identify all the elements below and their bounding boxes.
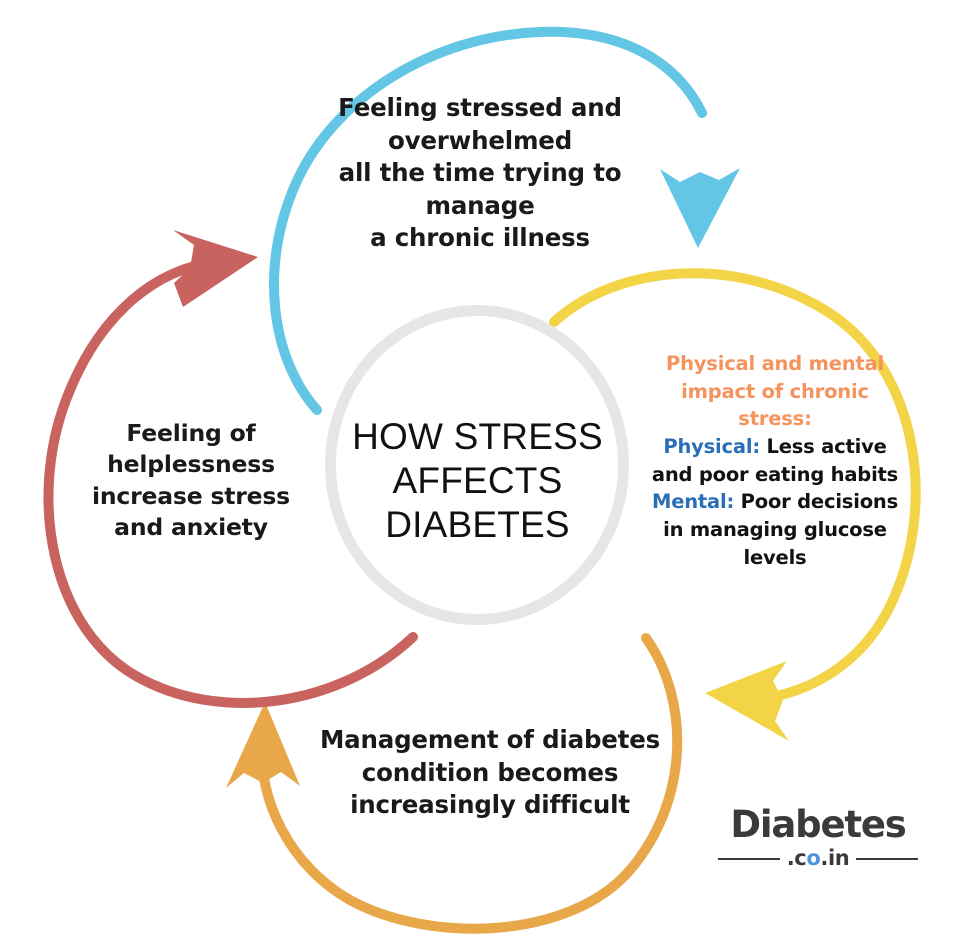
- physical-tag: Physical:: [663, 435, 760, 459]
- node-right-label: Physical and mental impact of chronic st…: [650, 350, 900, 572]
- center-circle-ring: [325, 305, 629, 625]
- logo-domain: .co.in: [780, 848, 857, 869]
- diabetes-logo[interactable]: Diabetes .co.in: [718, 803, 919, 869]
- center-title-line-2: AFFECTS: [392, 460, 563, 502]
- top-line-2: overwhelmed: [387, 125, 573, 155]
- right-item-physical-line-1: Physical: Less active: [650, 433, 900, 461]
- logo-domain-prefix: .c: [786, 846, 807, 870]
- right-heading-line-1: Physical and mental: [666, 352, 884, 375]
- logo-wordmark: Diabetes: [730, 803, 906, 846]
- physical-text-1: Less active: [759, 435, 887, 459]
- left-line-4: and anxiety: [114, 512, 268, 541]
- node-bottom-label: Management of diabetes condition becomes…: [300, 724, 680, 822]
- mental-text-1: Poor decisions: [734, 490, 899, 514]
- logo-domain-suffix: .in: [820, 846, 850, 870]
- top-line-5: a chronic illness: [370, 223, 590, 253]
- left-line-2: helplessness: [107, 450, 275, 479]
- logo-rule-right: [856, 857, 919, 860]
- node-left-label: Feeling of helplessness increase stress …: [66, 418, 316, 543]
- logo-rule-left: [718, 857, 780, 860]
- mental-tag: Mental:: [652, 490, 735, 514]
- top-line-3: all the time trying to: [338, 158, 622, 188]
- node-top-label: Feeling stressed and overwhelmed all the…: [310, 92, 650, 255]
- page-title: HOW STRESS AFFECTS DIABETES: [335, 415, 620, 547]
- left-line-3: increase stress: [92, 481, 290, 510]
- logo-domain-o: o: [806, 846, 821, 870]
- bottom-line-2: condition becomes: [361, 757, 619, 787]
- arrow-orange-bottom: [226, 633, 683, 934]
- logo-domain-row: .co.in: [718, 848, 919, 869]
- arrow-red-left: [43, 230, 418, 708]
- arrow-yellow-right: [549, 268, 921, 741]
- right-item-mental-line-2: in managing glucose: [663, 518, 887, 542]
- center-title-line-1: HOW STRESS: [352, 416, 603, 457]
- right-heading-line-3: stress:: [738, 407, 812, 431]
- right-item-mental-line-1: Mental: Poor decisions: [650, 488, 900, 516]
- arrow-blue-top: [269, 26, 740, 415]
- top-line-1: Feeling stressed and: [338, 93, 622, 122]
- right-item-mental-line-3: levels: [743, 545, 807, 569]
- bottom-line-3: increasingly difficult: [350, 790, 630, 820]
- center-title-line-3: DIABETES: [385, 504, 570, 546]
- left-line-1: Feeling of: [126, 419, 256, 447]
- right-item-physical-line-2: and poor eating habits: [651, 462, 899, 486]
- top-line-4: manage: [425, 190, 535, 220]
- right-heading-line-2: impact of chronic: [681, 379, 869, 403]
- bottom-line-1: Management of diabetes: [319, 725, 661, 754]
